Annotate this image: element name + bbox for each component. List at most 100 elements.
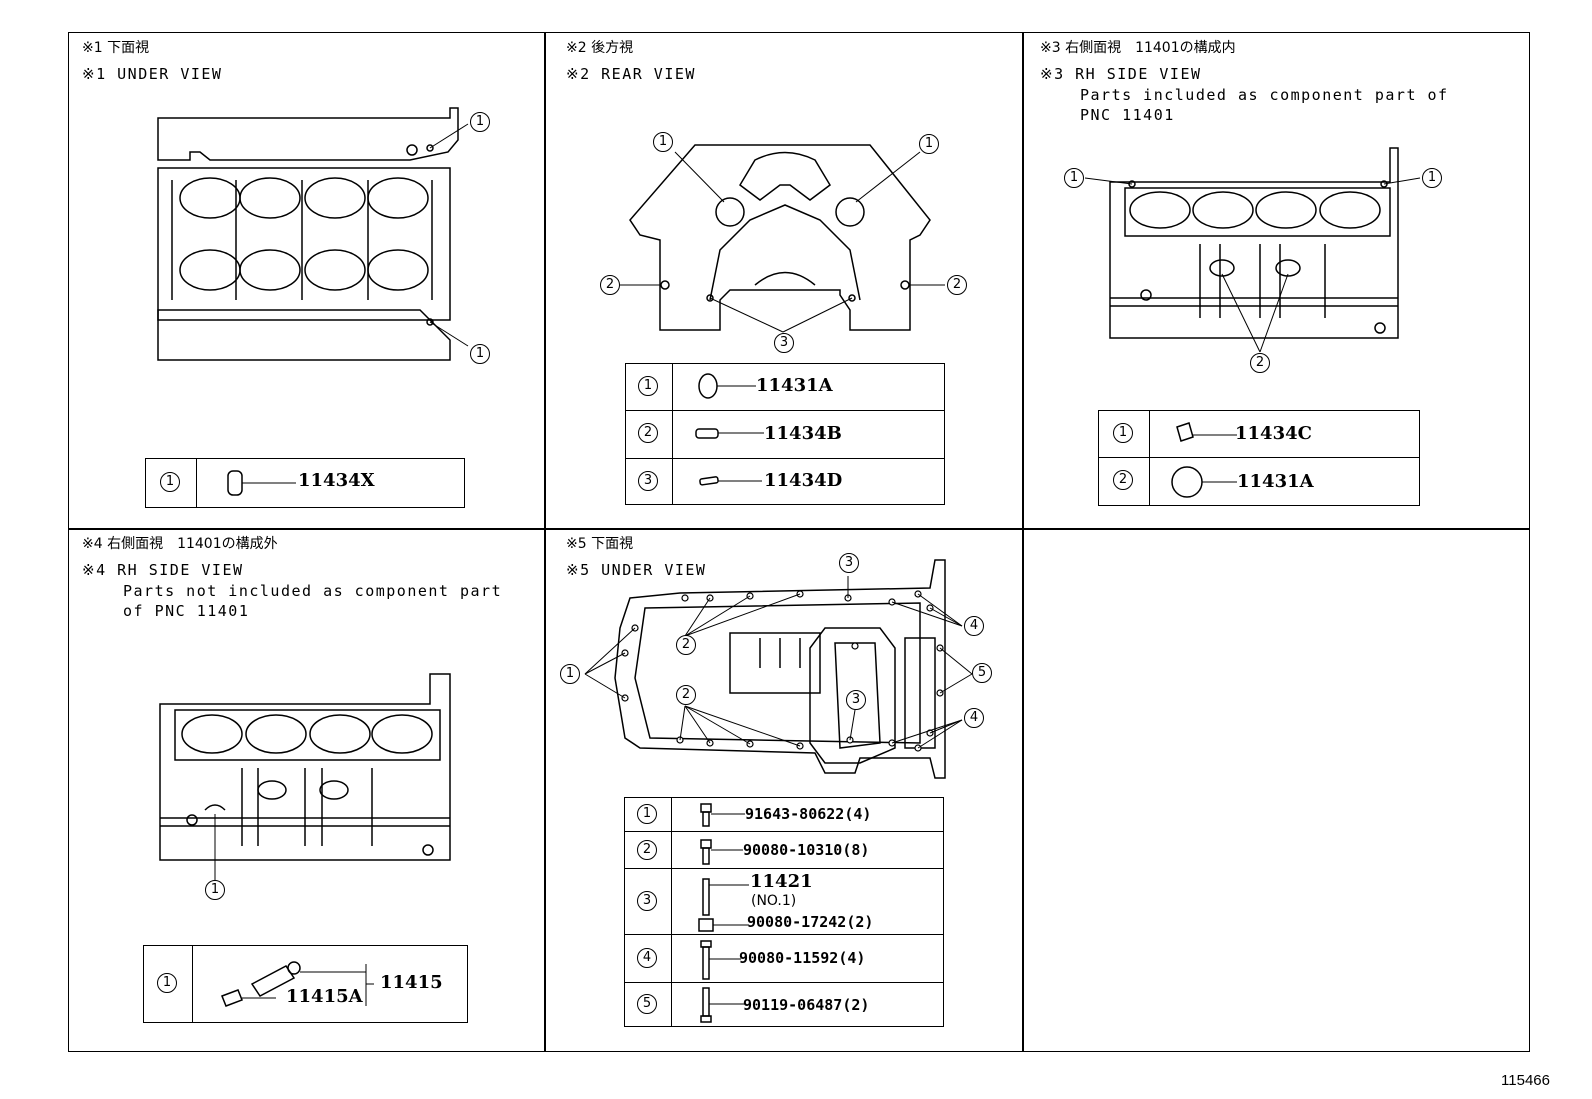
part-number: 11431A (1237, 471, 1314, 492)
legend-row: 5 90119-06487(2) (625, 982, 943, 1027)
panel-3-title-jp: ※3 右側面視 11401の構成内 (1040, 40, 1236, 56)
legend-number-cell: 1 (626, 364, 673, 410)
part-number: 11415A (286, 986, 363, 1007)
legend-number-cell: 1 (146, 459, 197, 507)
panel-4-note-line-1: Parts not included as component part (123, 582, 503, 600)
engine-block-under-view-drawing (157, 107, 469, 361)
callout-2-1a: 1 (653, 132, 673, 152)
oil-pan-under-view-drawing (584, 559, 973, 779)
callout-5-4b: 4 (964, 708, 984, 728)
ring-pin-icon (1176, 422, 1237, 442)
engine-block-rh-side-drawing-2 (159, 673, 451, 880)
panel-4-title-en: ※4 RH SIDE VIEW (82, 561, 244, 579)
legend-row: 3 11421 (NO.1) 90080-17242(2) (625, 868, 943, 935)
plug-cap-icon (698, 373, 756, 399)
callout-5-3a: 3 (839, 553, 859, 573)
legend-number: 4 (637, 948, 657, 968)
part-number: 11431A (756, 375, 833, 396)
long-bolt-icon (700, 987, 745, 1023)
panel-4-legend: 1 11415A 11415 (143, 945, 468, 1023)
callout-5-3b: 3 (846, 690, 866, 710)
legend-number: 2 (637, 840, 657, 860)
bolt-icon (700, 839, 743, 865)
legend-row: 1 11415A 11415 (144, 946, 467, 1022)
engine-block-rh-side-drawing (1084, 147, 1421, 353)
plug-cap-icon (1171, 466, 1237, 498)
part-note: (NO.1) (751, 893, 797, 909)
straight-pin-icon (695, 428, 764, 439)
divider-h (69, 528, 1529, 530)
legend-row: 1 11434C (1099, 411, 1419, 457)
legend-number-cell: 2 (626, 411, 673, 459)
legend-number-cell: 4 (625, 935, 672, 983)
legend-number: 5 (637, 994, 657, 1014)
legend-row: 4 90080-11592(4) (625, 934, 943, 983)
legend-number-cell: 3 (626, 459, 673, 505)
divider-v2 (1022, 33, 1024, 1051)
part-number: 11434D (764, 470, 843, 491)
callout-5-4a: 4 (964, 616, 984, 636)
callout-4-1: 1 (205, 880, 225, 900)
callout-3-2: 2 (1250, 353, 1270, 373)
callout-2-2a: 2 (600, 275, 620, 295)
panel-4-note-line-2: of PNC 11401 (123, 602, 250, 620)
callout-2-2b: 2 (947, 275, 967, 295)
panel-2-title-en: ※2 REAR VIEW (566, 65, 696, 83)
callout-5-5: 5 (972, 663, 992, 683)
figure-id: 115466 (1501, 1072, 1550, 1089)
panel-3-title-en: ※3 RH SIDE VIEW (1040, 65, 1202, 83)
callout-3-1b: 1 (1422, 168, 1442, 188)
part-number: 11434X (298, 470, 375, 491)
engine-block-rear-view-drawing (620, 144, 945, 333)
legend-row: 2 11431A (1099, 457, 1419, 506)
legend-row: 2 90080-10310(8) (625, 831, 943, 869)
panel-3-note-line-1: Parts included as component part of (1080, 86, 1449, 104)
legend-number: 3 (638, 471, 658, 491)
legend-row: 1 11431A (626, 364, 944, 410)
panel-1-title-jp: ※1 下面視 (82, 40, 150, 56)
panel-3-legend: 1 11434C 2 11431A (1098, 410, 1420, 506)
callout-2-3: 3 (774, 333, 794, 353)
part-number: 91643-80622(4) (745, 805, 872, 823)
dowel-pin-icon (227, 470, 296, 496)
callout-3-1a: 1 (1064, 168, 1084, 188)
part-number: 90080-10310(8) (743, 841, 870, 859)
bolt-icon (700, 803, 745, 827)
assembly-part-number: 11415 (380, 972, 443, 993)
legend-number: 1 (638, 376, 658, 396)
part-number: 11434C (1235, 423, 1312, 444)
part-number: 11434B (764, 423, 842, 444)
panel-2-title-jp: ※2 後方視 (566, 40, 634, 56)
long-bolt-icon (700, 940, 741, 980)
part-number-2: 90080-17242(2) (747, 913, 874, 931)
legend-number-cell: 1 (1099, 411, 1150, 457)
panel-5-title-jp: ※5 下面視 (566, 536, 634, 552)
legend-number-cell: 5 (625, 983, 672, 1027)
callout-5-1: 1 (560, 664, 580, 684)
legend-number: 1 (637, 804, 657, 824)
part-number: 90119-06487(2) (743, 996, 870, 1014)
legend-number-cell: 2 (1099, 458, 1150, 506)
panel-1-legend: 1 11434X (145, 458, 465, 508)
legend-number: 1 (157, 973, 177, 993)
pin-icon (699, 476, 762, 486)
legend-number-cell: 1 (625, 798, 672, 831)
legend-number-cell: 3 (625, 869, 672, 935)
legend-number: 2 (1113, 470, 1133, 490)
diagram-frame (68, 32, 1530, 1052)
panel-5-legend: 1 91643-80622(4) 2 90080-10310(8) 3 (624, 797, 944, 1027)
legend-number: 1 (1113, 423, 1133, 443)
legend-row: 2 11434B (626, 410, 944, 459)
part-number: 11421 (750, 871, 813, 892)
panel-2-legend: 1 11431A 2 11434B 3 (625, 363, 945, 505)
legend-row: 1 11434X (146, 459, 464, 507)
callout-5-2b: 2 (676, 685, 696, 705)
oil-jet-icon (221, 961, 374, 1007)
legend-number: 2 (638, 423, 658, 443)
legend-row: 3 11434D (626, 458, 944, 505)
legend-row: 1 91643-80622(4) (625, 798, 943, 831)
callout-1a: 1 (470, 112, 490, 132)
panel-1-title-en: ※1 UNDER VIEW (82, 65, 223, 83)
legend-number-cell: 2 (625, 832, 672, 869)
panel-4-title-jp: ※4 右側面視 11401の構成外 (82, 536, 278, 552)
